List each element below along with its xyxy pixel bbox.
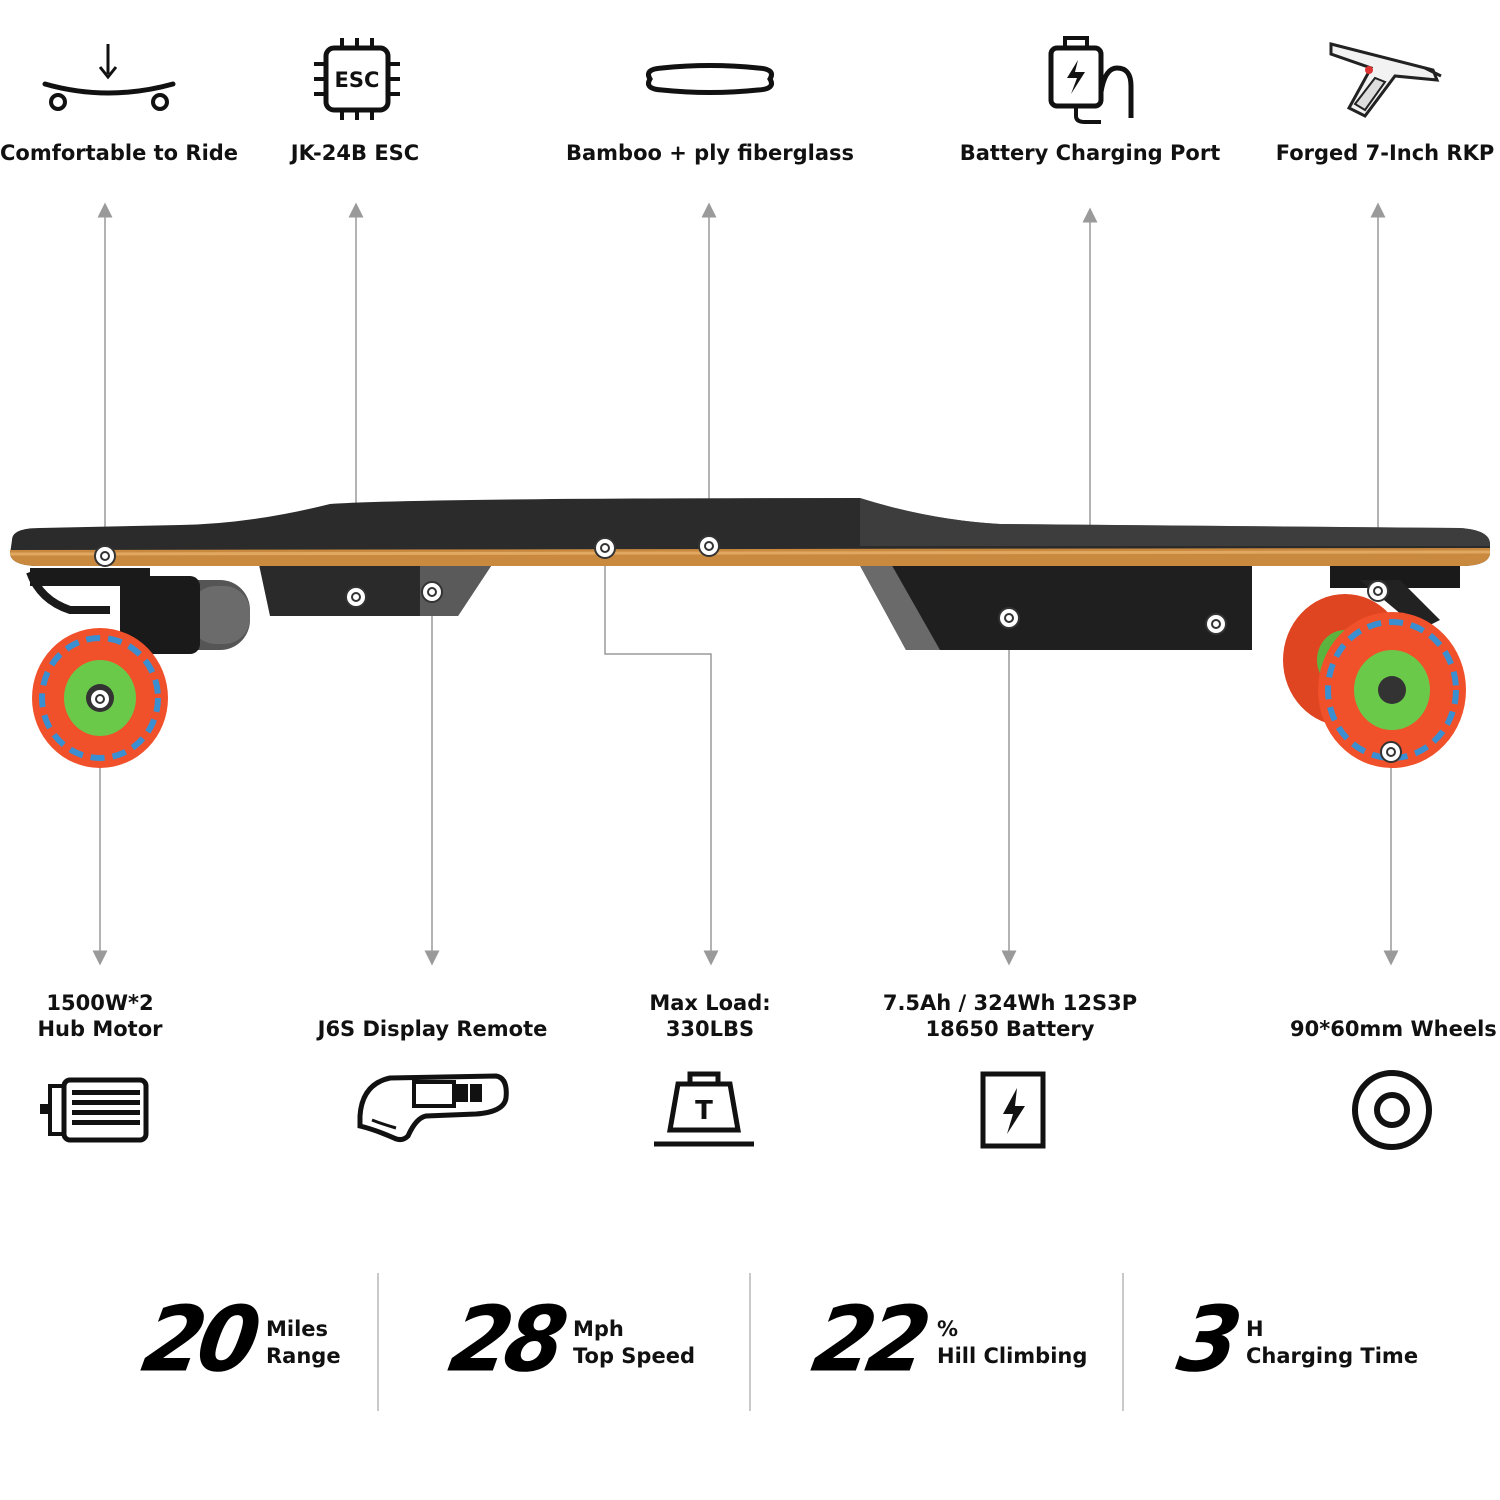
esc-icon-text: ESC bbox=[335, 68, 380, 92]
motor-line1: 1500W*2 bbox=[46, 991, 154, 1015]
remote-line1 bbox=[310, 990, 555, 1016]
feature-label-deck: Bamboo + ply fiberglass bbox=[566, 141, 854, 165]
load-line2: 330LBS bbox=[665, 1017, 755, 1041]
esc-chip-icon: ESC bbox=[312, 36, 402, 122]
battery-line2: 18650 Battery bbox=[925, 1017, 1095, 1041]
stat-charge-unit-text: H bbox=[1246, 1317, 1264, 1341]
stat-climb-label: Hill Climbing bbox=[937, 1344, 1088, 1368]
feature-label-truck: Forged 7-Inch RKP bbox=[1275, 141, 1495, 165]
stat-climb-unit: % Hill Climbing bbox=[937, 1316, 1087, 1370]
feature-label-esc: JK-24B ESC bbox=[290, 141, 420, 165]
wheel-icon bbox=[1350, 1068, 1434, 1152]
remote-line2: J6S Display Remote bbox=[317, 1017, 548, 1041]
stat-divider-2 bbox=[749, 1273, 751, 1411]
stat-speed-value: 28 bbox=[442, 1287, 569, 1393]
feature-label-charging: Battery Charging Port bbox=[959, 141, 1221, 165]
charging-port-icon bbox=[1045, 36, 1140, 126]
callout-line-load bbox=[604, 548, 719, 966]
motor-line2: Hub Motor bbox=[37, 1017, 163, 1041]
stat-range-unit-text: Miles bbox=[266, 1317, 329, 1341]
stat-speed-unit-text: Mph bbox=[573, 1317, 624, 1341]
stat-range-unit: Miles Range bbox=[266, 1316, 341, 1370]
battery-line1: 7.5Ah / 324Wh 12S3P bbox=[882, 991, 1138, 1015]
weight-icon: T bbox=[652, 1068, 756, 1150]
feature-label-battery: 7.5Ah / 324Wh 12S3P 18650 Battery bbox=[870, 990, 1150, 1042]
weight-icon-text: T bbox=[695, 1096, 713, 1126]
stat-charge-label: Charging Time bbox=[1246, 1344, 1419, 1368]
feature-label-ride: Comfortable to Ride bbox=[0, 141, 239, 165]
load-line1: Max Load: bbox=[649, 991, 771, 1015]
truck-icon bbox=[1325, 38, 1445, 120]
battery-icon bbox=[979, 1070, 1047, 1150]
stat-divider-1 bbox=[377, 1273, 379, 1411]
wheels-line2: 90*60mm Wheels bbox=[1290, 1017, 1497, 1041]
deck-icon bbox=[640, 55, 780, 103]
stat-range-value: 20 bbox=[135, 1287, 262, 1393]
stat-divider-3 bbox=[1122, 1273, 1124, 1411]
skateboard-illustration bbox=[9, 498, 1491, 768]
stat-charge-unit: H Charging Time bbox=[1246, 1316, 1418, 1370]
stat-climb-value: 22 bbox=[805, 1287, 932, 1393]
right-wheel-front bbox=[1318, 612, 1466, 768]
wheels-line1 bbox=[1290, 990, 1494, 1016]
stat-climb-unit-text: % bbox=[937, 1317, 959, 1341]
remote-icon bbox=[356, 1070, 511, 1145]
stat-speed-label: Top Speed bbox=[573, 1344, 695, 1368]
motor-icon bbox=[38, 1076, 150, 1144]
feature-label-load: Max Load: 330LBS bbox=[610, 990, 810, 1042]
rear-hub-motor bbox=[120, 576, 250, 654]
stat-range-label: Range bbox=[266, 1344, 341, 1368]
feature-label-wheels: 90*60mm Wheels bbox=[1290, 990, 1497, 1042]
stat-speed-unit: Mph Top Speed bbox=[573, 1316, 695, 1370]
feature-label-remote: J6S Display Remote bbox=[310, 990, 555, 1042]
skateboard-ride-icon bbox=[40, 40, 180, 115]
feature-label-motor: 1500W*2 Hub Motor bbox=[0, 990, 200, 1042]
